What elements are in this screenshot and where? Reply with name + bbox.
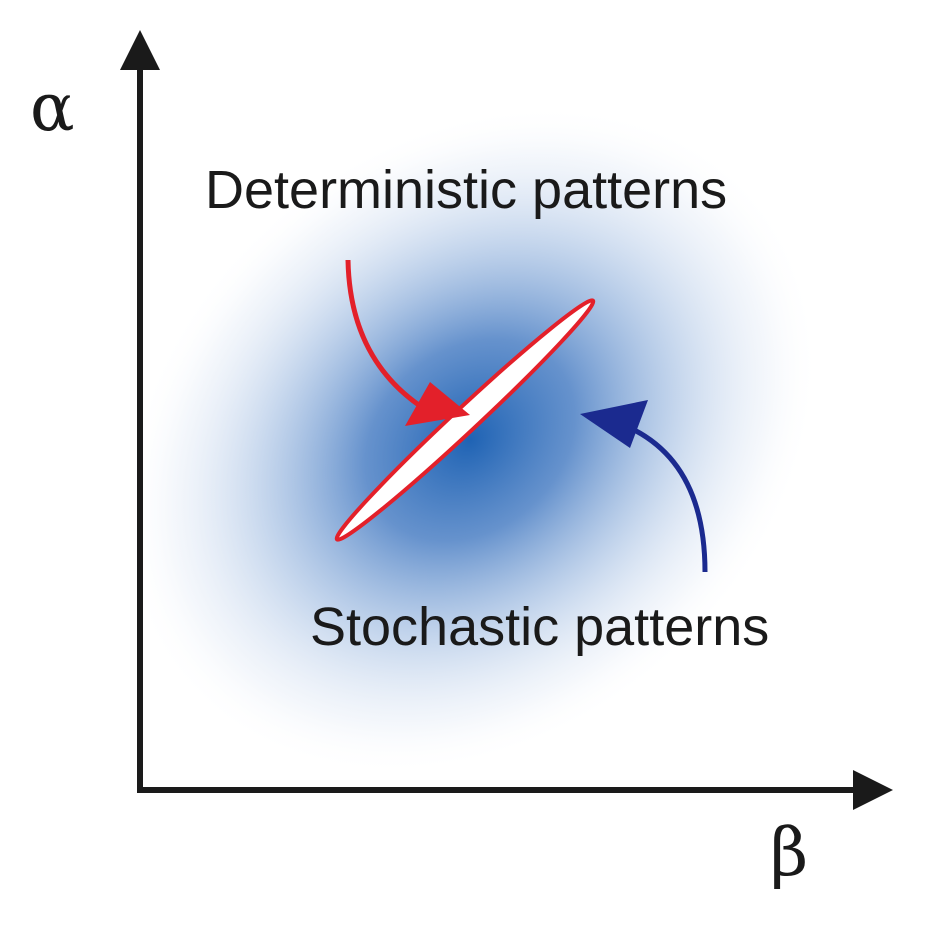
stochastic-patterns-label: Stochastic patterns: [310, 597, 769, 657]
y-axis-arrowhead: [120, 30, 160, 70]
x-axis-arrowhead: [853, 770, 893, 810]
x-axis-label: β: [770, 814, 808, 891]
stochastic-arrowhead: [580, 400, 648, 448]
y-axis-label: α: [30, 69, 75, 146]
deterministic-arrowhead: [405, 382, 470, 426]
deterministic-patterns-label: Deterministic patterns: [205, 160, 727, 220]
axes: [120, 30, 893, 810]
